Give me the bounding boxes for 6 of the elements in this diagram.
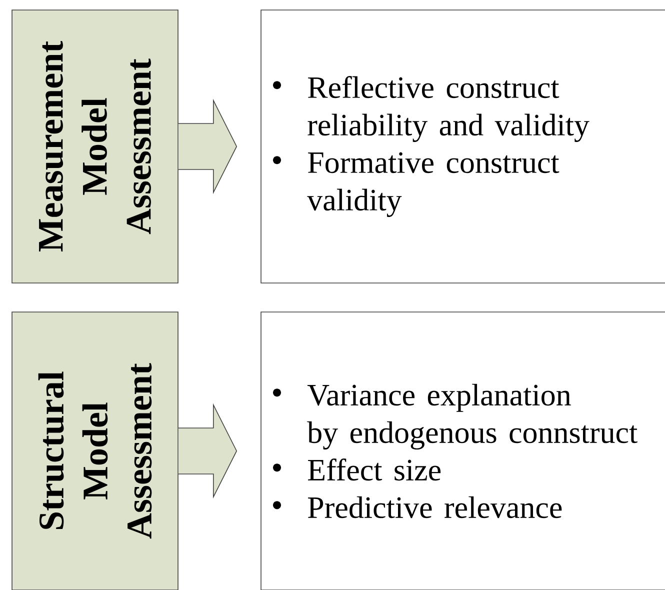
block-arrow [178,403,238,499]
bullet-list-box: Reflective construct reliability and validity Formative construct validity [260,10,665,284]
stage-box: Measurement Model Assessment [12,10,178,284]
stage-box: Structural Model Assessment [12,312,178,590]
block-arrow [178,98,238,194]
bullet-list-box: Variance explanation by endogenous connstruct Effect size Predictive relevance [260,312,665,590]
